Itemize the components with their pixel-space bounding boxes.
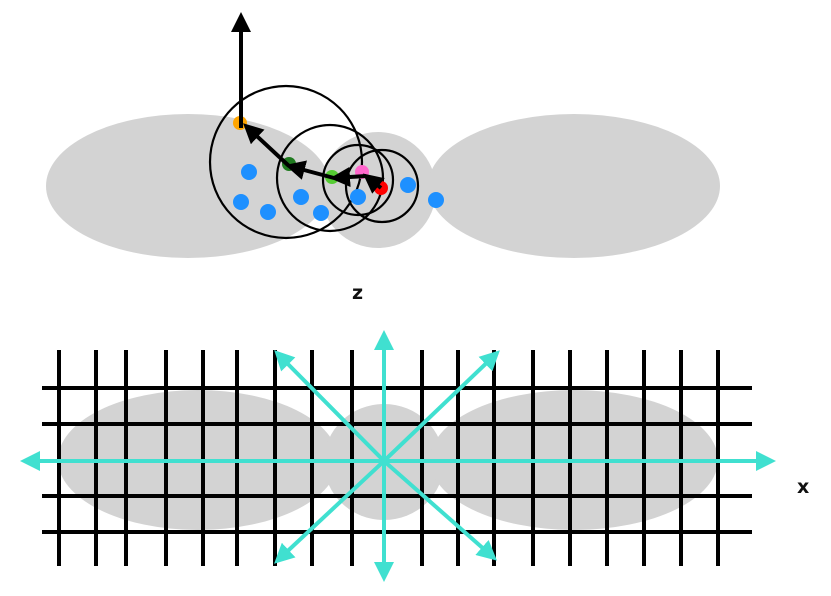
sample-point xyxy=(241,164,257,180)
origin-point xyxy=(380,457,388,465)
grid xyxy=(42,350,752,566)
circle-small xyxy=(321,143,395,217)
sample-point xyxy=(260,204,276,220)
direction-arrow xyxy=(382,350,500,463)
sample-point xyxy=(400,177,416,193)
top-gray-shape xyxy=(46,114,720,258)
sample-point xyxy=(428,192,444,208)
path-arrow xyxy=(243,123,291,168)
sample-point xyxy=(233,194,249,210)
path-arrow xyxy=(330,167,367,187)
direction-arrow xyxy=(382,459,498,561)
top-right-lobe xyxy=(428,114,720,258)
sample-points xyxy=(233,164,444,221)
direction-arrows xyxy=(20,330,776,582)
path-arrow xyxy=(285,160,335,180)
sample-point xyxy=(313,205,329,221)
path-arrow xyxy=(362,173,385,194)
axis-label-z: z xyxy=(352,282,364,304)
circle-large xyxy=(208,84,364,240)
direction-arrow xyxy=(274,459,386,564)
top-panel xyxy=(46,12,720,258)
path-arrows xyxy=(243,123,385,194)
search-circles xyxy=(208,84,420,240)
direction-arrow xyxy=(274,350,386,463)
bottom-panel xyxy=(20,330,776,582)
top-left-lobe xyxy=(46,114,330,258)
sample-point xyxy=(350,189,366,205)
sample-point xyxy=(293,189,309,205)
axis-label-x: x xyxy=(797,476,810,498)
